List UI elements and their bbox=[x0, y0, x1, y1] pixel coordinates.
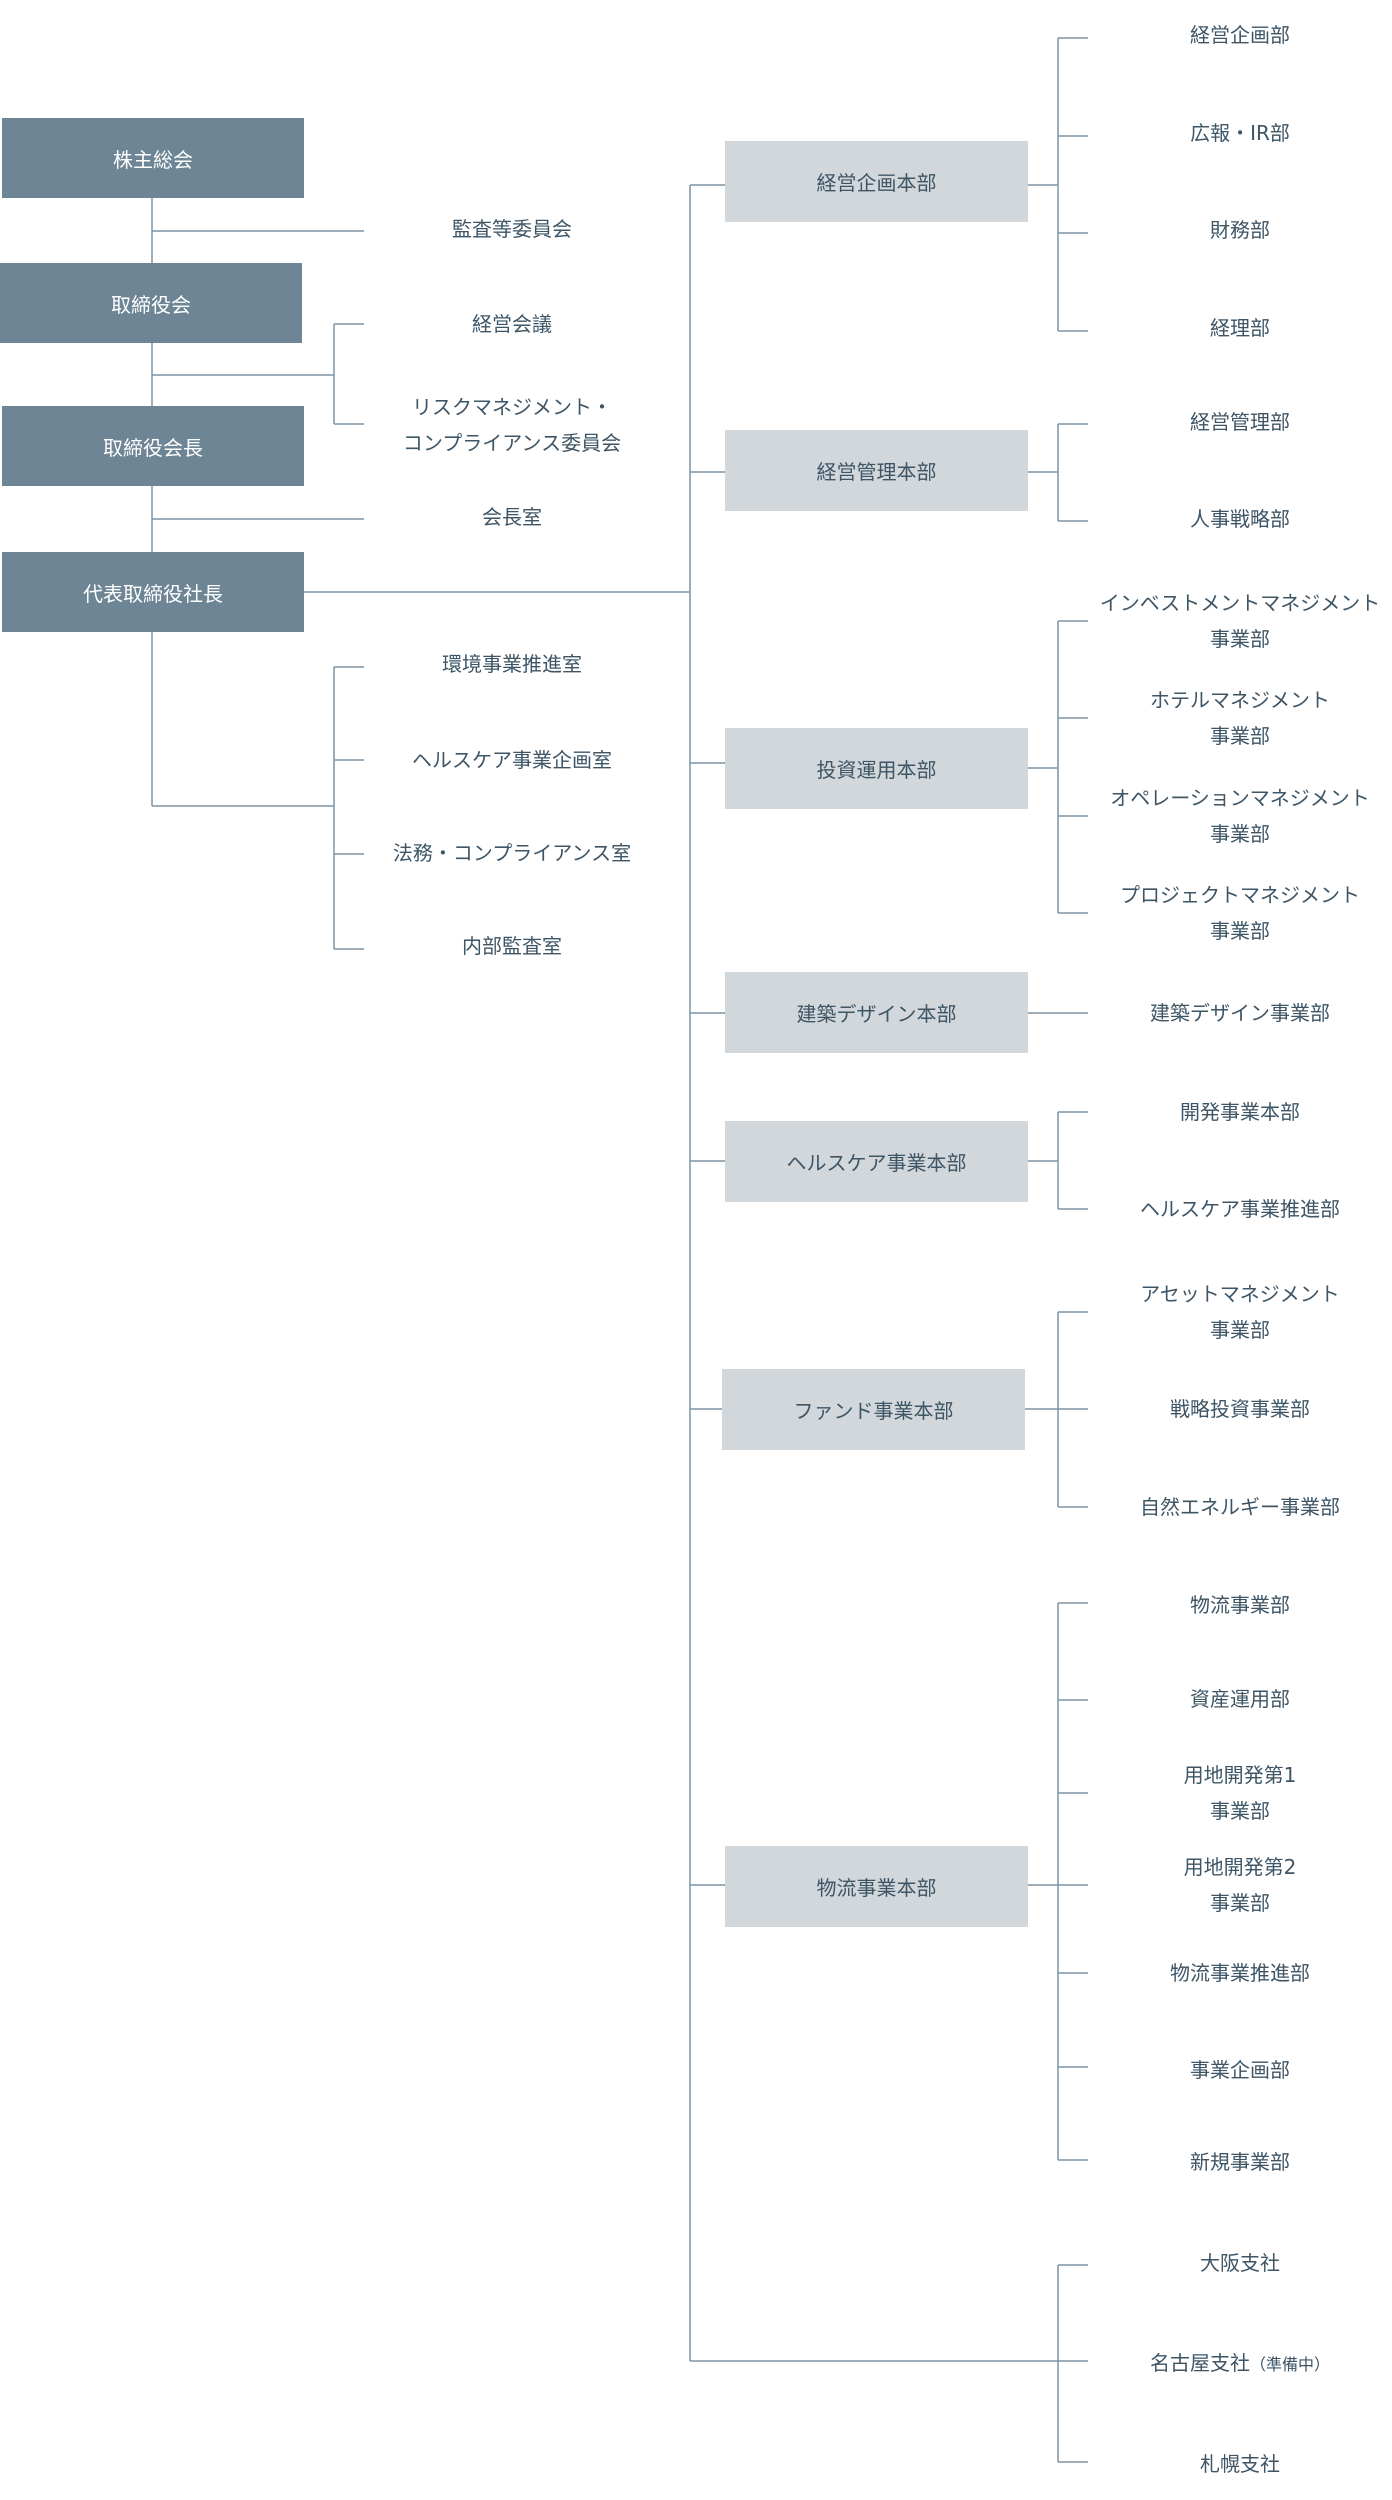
dept-asset-management-line1: アセットマネジメント bbox=[1140, 1282, 1340, 1306]
dept-investment-management-line1: インベストメントマネジメント bbox=[1099, 591, 1381, 615]
dept-project-management: プロジェクトマネジメント 事業部 bbox=[1120, 877, 1360, 949]
president-box: 代表取締役社長 bbox=[2, 552, 304, 632]
dept-finance: 財務部 bbox=[1210, 218, 1270, 242]
hq-architecture-box: 建築デザイン本部 bbox=[725, 972, 1028, 1053]
dept-land-development-1-line1: 用地開発第1 bbox=[1183, 1763, 1297, 1787]
dept-renewable-energy: 自然エネルギー事業部 bbox=[1140, 1495, 1340, 1519]
hq-corp-management-box: 経営管理本部 bbox=[725, 430, 1028, 511]
dept-logistics-promotion: 物流事業推進部 bbox=[1170, 1961, 1310, 1985]
dept-land-development-2-line2: 事業部 bbox=[1209, 1891, 1270, 1915]
audit-committee-label: 監査等委員会 bbox=[452, 217, 572, 241]
dept-land-development-2-line1: 用地開発第2 bbox=[1183, 1855, 1297, 1879]
dept-corp-management: 経営管理部 bbox=[1190, 410, 1290, 434]
dept-asset-operation: 資産運用部 bbox=[1190, 1687, 1290, 1711]
risk-committee-line2: コンプライアンス委員会 bbox=[402, 431, 622, 455]
hq-fund-box: ファンド事業本部 bbox=[722, 1369, 1025, 1450]
dept-hr-strategy: 人事戦略部 bbox=[1190, 507, 1290, 531]
legal-compliance-office-label: 法務・コンプライアンス室 bbox=[392, 841, 632, 865]
dept-corp-planning: 経営企画部 bbox=[1190, 23, 1290, 47]
shareholders-meeting-box: 株主総会 bbox=[2, 118, 304, 198]
dept-investment-management: インベストメントマネジメント 事業部 bbox=[1100, 585, 1380, 657]
hq-corp-planning-box: 経営企画本部 bbox=[725, 141, 1028, 222]
dept-asset-management: アセットマネジメント 事業部 bbox=[1140, 1276, 1340, 1348]
dept-business-planning: 事業企画部 bbox=[1190, 2058, 1290, 2082]
branch-osaka: 大阪支社 bbox=[1200, 2251, 1280, 2275]
dept-healthcare-promotion: ヘルスケア事業推進部 bbox=[1140, 1197, 1340, 1221]
dept-land-development-1-line2: 事業部 bbox=[1209, 1799, 1270, 1823]
branch-sapporo: 札幌支社 bbox=[1200, 2452, 1280, 2476]
dept-operation-management-line1: オペレーションマネジメント bbox=[1110, 786, 1370, 810]
risk-compliance-committee-label: リスクマネジメント・ コンプライアンス委員会 bbox=[403, 389, 621, 461]
board-of-directors-box: 取締役会 bbox=[0, 263, 302, 343]
branch-nagoya: 名古屋支社（準備中） bbox=[1150, 2345, 1330, 2383]
dept-pr-ir: 広報・IR部 bbox=[1190, 121, 1290, 145]
hq-healthcare-box: ヘルスケア事業本部 bbox=[725, 1121, 1028, 1202]
hq-investment-box: 投資運用本部 bbox=[725, 728, 1028, 809]
healthcare-planning-office-label: ヘルスケア事業企画室 bbox=[412, 748, 612, 772]
dept-development: 開発事業本部 bbox=[1180, 1100, 1300, 1124]
dept-logistics: 物流事業部 bbox=[1190, 1593, 1290, 1617]
environment-office-label: 環境事業推進室 bbox=[442, 652, 582, 676]
dept-hotel-management: ホテルマネジメント 事業部 bbox=[1150, 682, 1330, 754]
dept-operation-management: オペレーションマネジメント 事業部 bbox=[1110, 780, 1370, 852]
chairman-box: 取締役会長 bbox=[2, 406, 304, 486]
dept-project-management-line1: プロジェクトマネジメント bbox=[1120, 883, 1360, 907]
dept-strategic-investment: 戦略投資事業部 bbox=[1170, 1397, 1310, 1421]
hq-logistics-box: 物流事業本部 bbox=[725, 1846, 1028, 1927]
management-meeting-label: 経営会議 bbox=[472, 312, 552, 336]
dept-investment-management-line2: 事業部 bbox=[1210, 627, 1270, 651]
branch-nagoya-note: （準備中） bbox=[1249, 2355, 1331, 2374]
dept-hotel-management-line2: 事業部 bbox=[1210, 724, 1270, 748]
dept-land-development-2: 用地開発第2 事業部 bbox=[1184, 1849, 1297, 1921]
dept-accounting: 経理部 bbox=[1210, 316, 1270, 340]
dept-operation-management-line2: 事業部 bbox=[1209, 822, 1270, 846]
dept-new-business: 新規事業部 bbox=[1190, 2150, 1290, 2174]
dept-land-development-1: 用地開発第1 事業部 bbox=[1184, 1757, 1297, 1829]
branch-nagoya-name: 名古屋支社 bbox=[1149, 2351, 1250, 2375]
dept-asset-management-line2: 事業部 bbox=[1209, 1318, 1270, 1342]
risk-committee-line1: リスクマネジメント・ bbox=[411, 395, 612, 419]
dept-architecture-design: 建築デザイン事業部 bbox=[1150, 1001, 1330, 1025]
dept-hotel-management-line1: ホテルマネジメント bbox=[1150, 688, 1330, 712]
chairman-office-label: 会長室 bbox=[482, 505, 542, 529]
dept-project-management-line2: 事業部 bbox=[1210, 919, 1270, 943]
internal-audit-office-label: 内部監査室 bbox=[462, 934, 562, 958]
